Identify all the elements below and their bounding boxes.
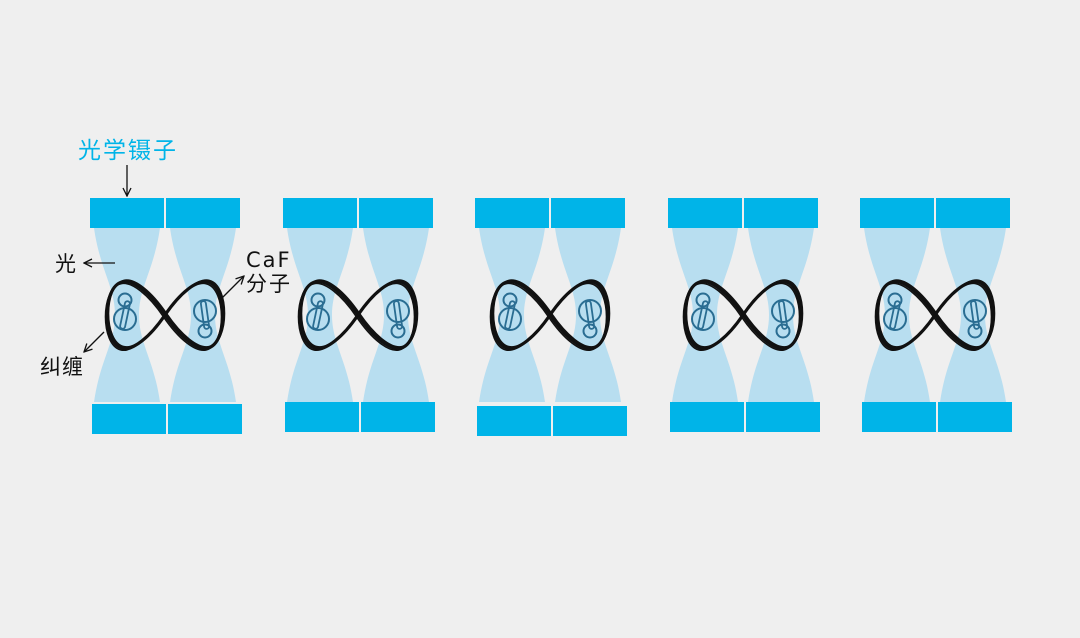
molecule-large-atom — [771, 299, 795, 323]
molecule-small-atom — [967, 323, 983, 339]
molecule-small-atom — [582, 323, 598, 339]
tweezer-bar-top — [475, 198, 549, 228]
molecule-large-atom — [113, 307, 137, 331]
tweezer-bar-top — [166, 198, 240, 228]
molecule-bond — [199, 300, 211, 330]
tweezer-pair — [283, 198, 435, 432]
light-label: 光 — [55, 252, 76, 276]
tweezer-bar-top — [860, 198, 934, 228]
tweezer-pair — [860, 198, 1012, 432]
molecule-large-atom — [193, 299, 217, 323]
entanglement-label: 纠缠 — [40, 355, 84, 379]
molecule-bond — [777, 300, 789, 330]
tweezer-bar-top — [90, 198, 164, 228]
tweezer-bar-bottom — [670, 402, 744, 432]
molecule-label-line2: 分子 — [246, 272, 292, 296]
molecule-large-atom — [498, 307, 522, 331]
tweezer-bar-top — [283, 198, 357, 228]
tweezer-bar-top — [359, 198, 433, 228]
tweezer-bar-top — [936, 198, 1010, 228]
molecule-bond — [584, 300, 596, 330]
molecule-bond — [392, 300, 404, 330]
tweezer-bar-bottom — [361, 402, 435, 432]
molecule-bond — [969, 300, 981, 330]
molecule-bond — [504, 300, 516, 330]
tweezer-bar-bottom — [92, 404, 166, 434]
entanglement-loop — [874, 282, 993, 351]
molecule-large-atom — [883, 307, 907, 331]
molecule-large-atom — [578, 299, 602, 323]
entanglement-loop — [682, 282, 801, 351]
tweezer-bar-bottom — [862, 402, 936, 432]
molecule-small-atom — [197, 323, 213, 339]
molecule-small-atom — [390, 323, 406, 339]
tweezer-pair — [475, 198, 627, 436]
optical-tweezers-label: 光学镊子 — [78, 138, 178, 164]
molecule-bond — [312, 300, 324, 330]
tweezer-pair — [90, 198, 242, 434]
molecule-large-atom — [386, 299, 410, 323]
molecule-large-atom — [306, 307, 330, 331]
molecule-bond — [697, 300, 709, 330]
molecule-bond — [889, 300, 901, 330]
molecule-large-atom — [691, 307, 715, 331]
molecule-arrow — [221, 276, 244, 299]
tweezer-bar-top — [551, 198, 625, 228]
tweezer-bar-bottom — [553, 406, 627, 436]
tweezer-bar-bottom — [285, 402, 359, 432]
tweezer-bar-top — [744, 198, 818, 228]
tweezer-bar-bottom — [938, 402, 1012, 432]
molecule-bond — [119, 300, 131, 330]
molecule-label-line1: CaF — [246, 248, 292, 272]
tweezer-bar-bottom — [168, 404, 242, 434]
tweezer-pair — [668, 198, 820, 432]
tweezer-bar-top — [668, 198, 742, 228]
molecule-small-atom — [775, 323, 791, 339]
tweezer-bar-bottom — [477, 406, 551, 436]
entanglement-loop — [297, 282, 416, 351]
entanglement-loop — [104, 282, 223, 351]
molecule-large-atom — [963, 299, 987, 323]
tweezer-bar-bottom — [746, 402, 820, 432]
entanglement-loop — [489, 282, 608, 351]
entanglement-arrow — [84, 331, 105, 352]
